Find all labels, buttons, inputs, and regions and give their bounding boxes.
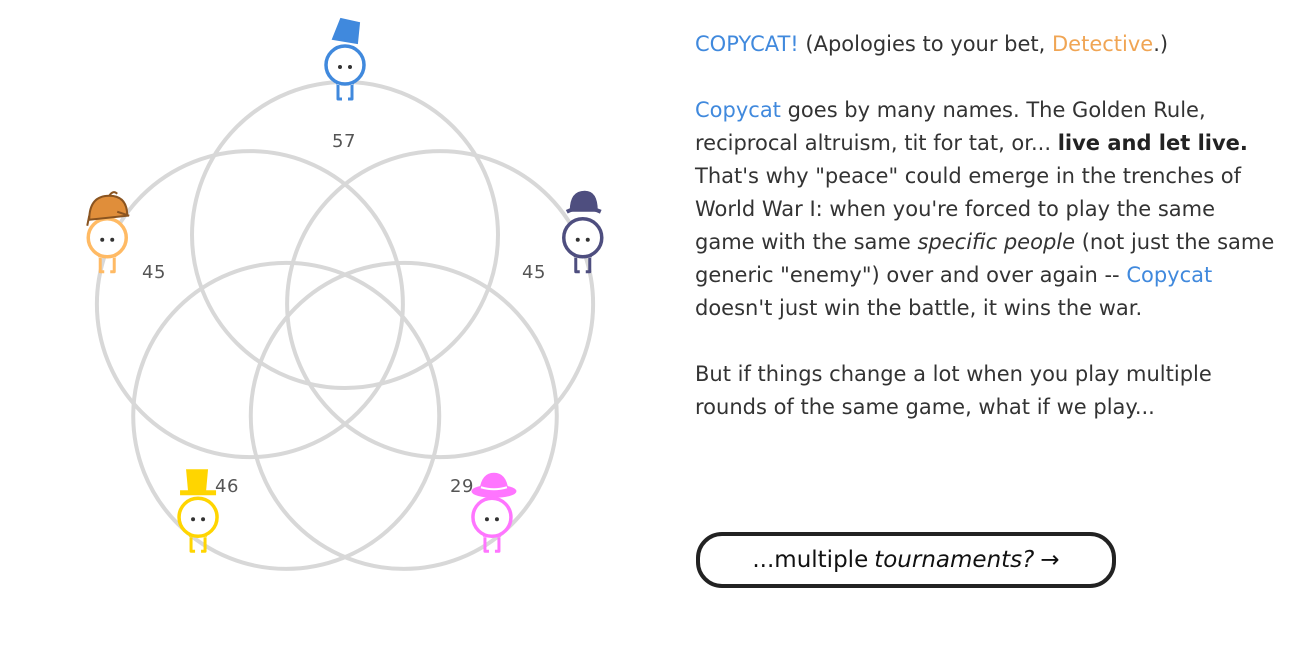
question-paragraph: But if things change a lot when you play… — [695, 362, 1212, 419]
explanation-part-2: That's why "peace" could emerge in the t… — [695, 164, 1242, 254]
character-copykitten — [562, 190, 604, 274]
apology-suffix: .) — [1153, 32, 1169, 56]
arrow-right-icon: → — [1040, 547, 1060, 573]
score-detective: 45 — [142, 262, 166, 283]
explanation-part-3: (not just the same generic "enemy") over… — [695, 230, 1275, 287]
score-copycat: 57 — [332, 131, 356, 152]
explanation-italic: specific people — [917, 230, 1076, 254]
apology-name: Detective — [1052, 32, 1154, 56]
narration-panel: COPYCAT! (Apologies to your bet, Detecti… — [695, 28, 1275, 457]
button-italic: tournaments? — [874, 547, 1035, 573]
character-detective — [86, 191, 130, 274]
bowler-hat-icon — [565, 190, 602, 214]
explanation-part-1: goes by many names. The Golden Rule, rec… — [695, 98, 1206, 155]
deerstalker-hat-icon — [86, 191, 130, 226]
next-tournaments-button[interactable]: ...multiple tournaments? → — [696, 532, 1116, 588]
match-rings — [94, 80, 596, 571]
bucket-hat-icon — [331, 17, 361, 45]
explanation-bold: live and let live. — [1057, 131, 1248, 155]
copycat-name-2: Copycat — [1126, 263, 1213, 287]
pink-sunhat-icon — [471, 472, 517, 498]
tournament-stage: 57 45 29 46 45 — [86, 17, 604, 571]
explanation-paragraph: Copycat goes by many names. The Golden R… — [695, 94, 1275, 325]
match-ring — [285, 149, 596, 460]
winner-label: COPYCAT! — [695, 32, 799, 56]
winner-paragraph: COPYCAT! (Apologies to your bet, Detecti… — [695, 28, 1275, 61]
character-copycat — [324, 17, 366, 101]
explanation-part-4: doesn't just win the battle, it wins the… — [695, 296, 1143, 320]
match-ring — [190, 80, 500, 390]
character-always-cooperate — [177, 469, 219, 553]
score-copykitten: 45 — [522, 262, 546, 283]
score-always-cooperate: 46 — [215, 476, 239, 497]
score-cheater: 29 — [450, 476, 474, 497]
tournament-diagram — [86, 17, 604, 571]
match-ring — [131, 260, 442, 571]
button-prefix: ...multiple — [752, 547, 869, 573]
match-ring — [248, 260, 559, 571]
characters — [86, 17, 604, 553]
match-ring — [94, 149, 405, 460]
apology-prefix: (Apologies to your bet, — [805, 32, 1053, 56]
character-cheater — [471, 472, 517, 553]
copycat-name-1: Copycat — [695, 98, 781, 122]
top-hat-icon — [180, 469, 217, 496]
